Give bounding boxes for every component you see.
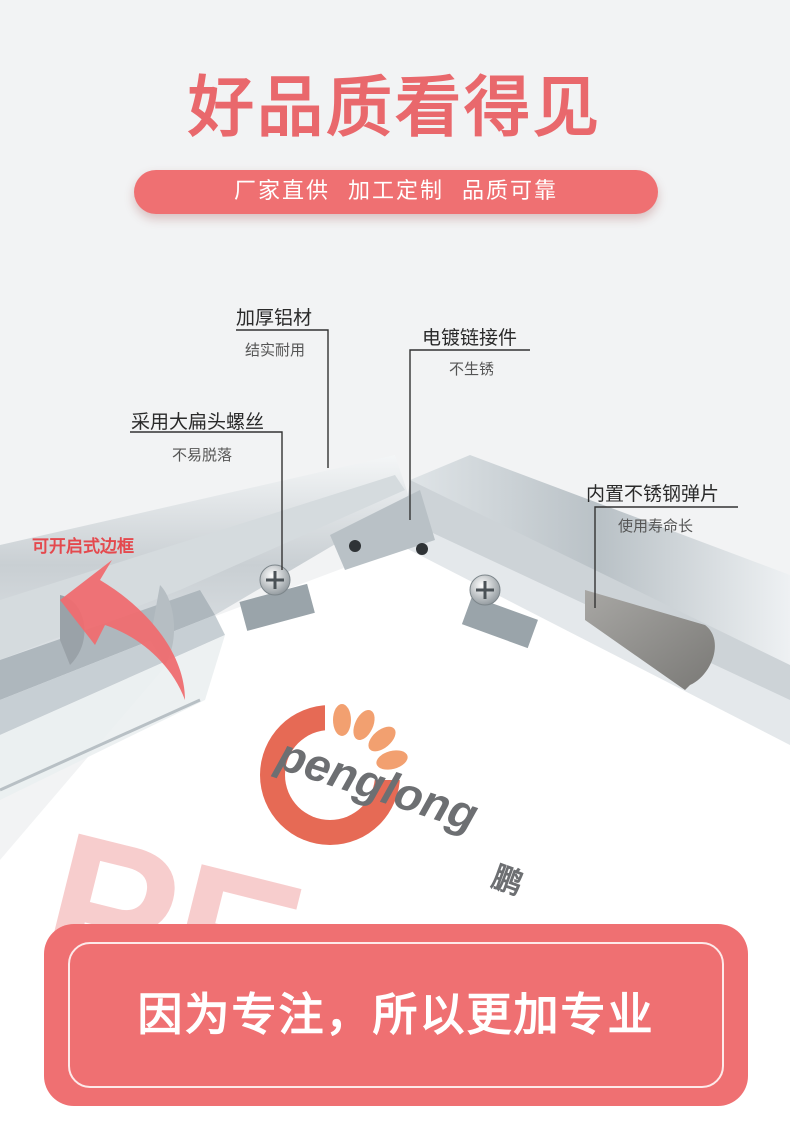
- callout-flat-screw-title: 采用大扁头螺丝: [131, 411, 265, 433]
- leader-steel-spring: [594, 506, 738, 608]
- open-profile-lip: [0, 635, 225, 800]
- headline: 好品质看得见: [188, 69, 602, 146]
- callout-steel-spring-sub: 使用寿命长: [618, 517, 694, 535]
- banner-text: 因为专注，所以更加专业: [68, 942, 724, 1088]
- subtitle-text: 厂家直供 加工定制 品质可靠: [234, 179, 558, 204]
- callout-steel-spring-title: 内置不锈钢弹片: [586, 483, 720, 505]
- screw-right: [461, 574, 538, 649]
- screw-left: [239, 564, 315, 631]
- callout-thick-aluminum-title: 加厚铝材: [236, 307, 313, 329]
- steel-spring: [585, 590, 715, 690]
- bottom-banner: 因为专注，所以更加专业: [44, 924, 748, 1106]
- callout-plated-connector-title: 电镀链接件: [422, 327, 518, 349]
- leader-flat-screw: [130, 431, 283, 570]
- callout-flat-screw-sub: 不易脱落: [172, 446, 233, 464]
- callout-thick-aluminum-sub: 结实耐用: [245, 341, 306, 359]
- leader-thick-aluminum: [236, 329, 329, 468]
- open-frame-label: 可开启式边框: [32, 537, 134, 557]
- subtitle-pill: 厂家直供 加工定制 品质可靠: [134, 170, 658, 214]
- open-arrow: [60, 560, 185, 700]
- callout-plated-connector-sub: 不生锈: [449, 360, 495, 378]
